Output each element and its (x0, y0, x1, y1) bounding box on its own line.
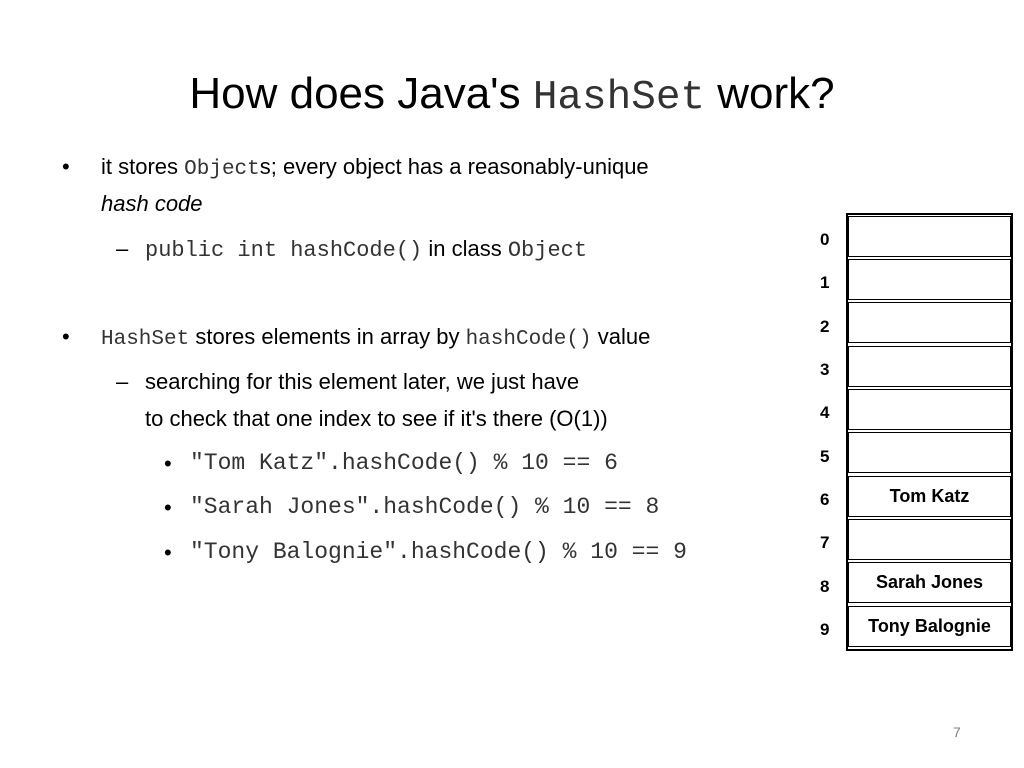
hash-table: 0 1 2 3 4 5 6 7 8 9 Tom Katz Sarah Jones… (810, 213, 1013, 651)
bullet-1-code: Object (184, 158, 260, 181)
subsub-marker-1: • (164, 451, 172, 476)
hash-cell-5 (848, 432, 1011, 473)
hash-example-sarah-jones: "Sarah Jones".hashCode() % 10 == 8 (190, 494, 660, 520)
bullet-1-line-1: it stores Objects; every object has a re… (101, 154, 649, 181)
index-2: 2 (820, 317, 830, 336)
page-number: 7 (953, 724, 961, 740)
hash-cell-6: Tom Katz (848, 476, 1011, 517)
hash-table-grid: Tom Katz Sarah Jones Tony Balognie (846, 213, 1013, 651)
title-suffix: work? (705, 69, 835, 118)
index-5: 5 (820, 447, 830, 466)
index-7: 7 (820, 533, 830, 552)
hash-example-tom-katz: "Tom Katz".hashCode() % 10 == 6 (190, 450, 618, 476)
index-8: 8 (820, 577, 830, 596)
bullet-1-sub-code2: Object (507, 238, 588, 263)
bullet-marker-2: • (62, 324, 70, 349)
bullet-2-code: HashSet (101, 328, 190, 351)
bullet-2-sub-line-2: to check that one index to see if it's t… (145, 406, 608, 431)
index-0: 0 (820, 230, 830, 249)
hash-cell-4 (848, 389, 1011, 430)
title-code: HashSet (532, 75, 706, 121)
hash-cell-0 (848, 216, 1011, 257)
bullet-1-text-before: it stores (101, 154, 185, 179)
bullet-1-text-after: s; every object has a reasonably-unique (259, 154, 649, 179)
bullet-2-code2: hashCode() (465, 328, 592, 351)
bullet-1-sub-code: public int hashCode() (145, 238, 423, 263)
bullet-2-line-1: HashSet stores elements in array by hash… (101, 324, 650, 351)
hash-cell-1 (848, 259, 1011, 300)
bullet-2-text-after: value (591, 324, 651, 349)
dash-marker-1: – (116, 236, 129, 261)
hash-cell-2 (848, 302, 1011, 343)
bullet-marker-1: • (62, 154, 70, 179)
hash-cell-8: Sarah Jones (848, 562, 1011, 603)
bullet-1-sub-1: public int hashCode() in class Object (145, 236, 587, 263)
index-6: 6 (820, 490, 830, 509)
bullet-1-line-2: hash code (101, 191, 203, 216)
bullet-2-sub-line-1: searching for this element later, we jus… (145, 369, 580, 394)
hash-cell-9: Tony Balognie (848, 606, 1011, 647)
dash-marker-2: – (116, 369, 129, 394)
index-9: 9 (820, 620, 830, 639)
hash-cell-7 (848, 519, 1011, 560)
index-1: 1 (820, 273, 830, 292)
slide-title: How does Java's HashSet work? (0, 64, 1024, 128)
bullet-2-text-mid: stores elements in array by (189, 324, 466, 349)
subsub-marker-2: • (164, 495, 172, 520)
hash-example-tony-balognie: "Tony Balognie".hashCode() % 10 == 9 (190, 539, 687, 565)
index-4: 4 (820, 403, 830, 422)
index-3: 3 (820, 360, 830, 379)
hash-cell-3 (848, 346, 1011, 387)
subsub-marker-3: • (164, 540, 172, 565)
bullet-1-sub-text: in class (422, 236, 508, 261)
title-prefix: How does Java's (189, 69, 533, 118)
